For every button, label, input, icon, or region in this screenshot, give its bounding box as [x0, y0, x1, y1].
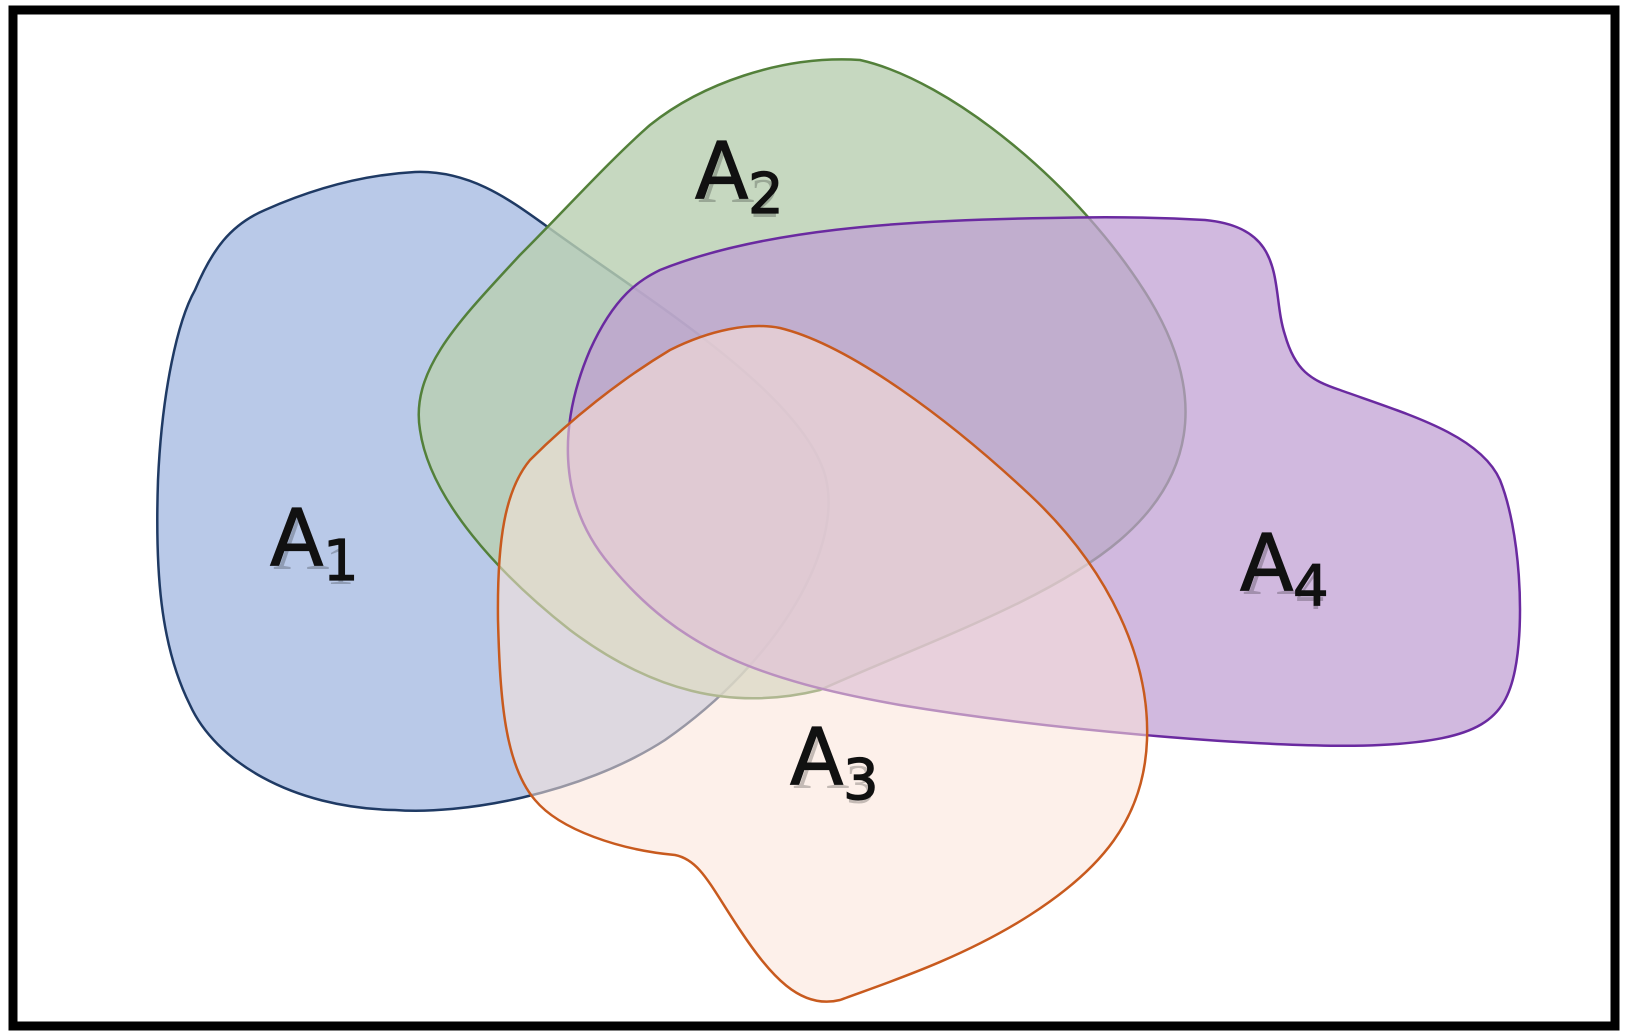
set-label-a4-letter: A: [1240, 519, 1293, 609]
set-label-a2-subscript: 2: [748, 162, 784, 227]
svg-text:1: 1: [326, 535, 354, 597]
set-label-a4: A 4 A 4: [1239, 518, 1329, 622]
set-label-a2: A 2 A 2: [694, 126, 784, 230]
set-label-a3: A 3 A 3: [789, 712, 879, 816]
set-label-a3-subscript: 3: [843, 748, 879, 813]
svg-text:A: A: [698, 132, 754, 219]
set-label-a4-subscript: 4: [1293, 554, 1329, 619]
set-label-a3-letter: A: [790, 713, 843, 803]
set-region-a3: [496, 324, 1149, 1003]
svg-text:A: A: [1243, 524, 1299, 611]
set-label-a2-letter: A: [695, 127, 748, 217]
set-label-a1-subscript: 1: [323, 529, 359, 594]
svg-text:3: 3: [846, 754, 874, 816]
svg-text:2: 2: [751, 168, 779, 230]
set-label-a1: A 1 A 1: [269, 493, 359, 597]
svg-text:A: A: [793, 718, 849, 805]
svg-text:4: 4: [1296, 560, 1324, 622]
svg-text:A: A: [273, 499, 329, 586]
set-label-a1-letter: A: [270, 494, 323, 584]
